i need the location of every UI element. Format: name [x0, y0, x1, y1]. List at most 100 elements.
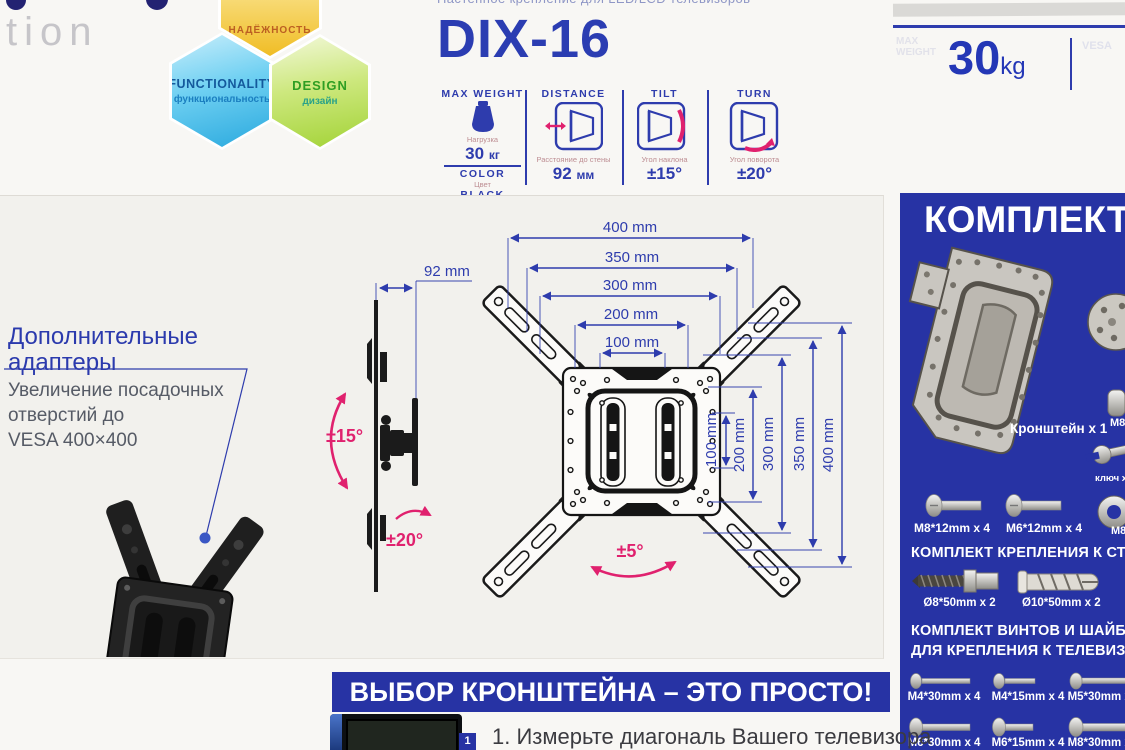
reliability-label: НАДЁЖНОСТЬ: [228, 24, 312, 36]
svg-text:400 mm: 400 mm: [603, 219, 657, 236]
cut-label: М8: [1111, 525, 1125, 537]
bracket-illustration: [908, 246, 1054, 455]
screw-label: M8*12mm x 4: [913, 521, 991, 535]
adapters-title: Дополнительные адаптеры: [8, 323, 198, 376]
wall-item-label: Ø10*50mm x 2: [1022, 597, 1101, 609]
tagline-cropped: Настенное крепление для LED/LCD телевизо…: [437, 0, 867, 8]
logo-dot: [6, 0, 26, 10]
screw-label: M6*12mm x 4: [1005, 521, 1083, 535]
dimension-diagram: 92 mm ±15° ±20°: [4, 219, 852, 657]
svg-text:100 mm: 100 mm: [703, 413, 720, 467]
tv-screw-label: M5*30mm x 4: [1067, 691, 1125, 703]
package-contents-panel: КОМПЛЕКТ Кронштейн х 1 М8 ключ х 1 М8 M8…: [900, 193, 1125, 750]
package-title: КОМПЛЕКТ: [924, 199, 1125, 240]
logo-dot: [146, 0, 168, 10]
vesa-slots: [600, 397, 681, 487]
design-label-en: DESIGN: [292, 77, 348, 93]
divider: [525, 90, 527, 185]
cut-label: М8: [1110, 417, 1125, 429]
weight-icon: [471, 101, 494, 132]
product-photo: [69, 498, 267, 657]
divider: [707, 90, 709, 185]
callout-end-dot: [199, 532, 211, 544]
divider: [622, 90, 624, 185]
divider: [1070, 38, 1072, 90]
wrench-label: ключ х 1: [1095, 473, 1125, 484]
tilt-icon: [636, 101, 685, 151]
tv-screw-label: M6*15mm x 4: [991, 737, 1065, 749]
wall-distance-icon: [544, 101, 603, 151]
spec-title: MAX WEIGHT: [441, 88, 524, 100]
spec-max-weight: MAX WEIGHT Нагрузка 30 кг COLOR Цвет BLA…: [440, 88, 525, 201]
hex-badge-design: DESIGN дизайн: [269, 34, 371, 150]
svg-text:350 mm: 350 mm: [605, 249, 659, 266]
front-view-drawing: 400 mm 350 mm 300 mm 200 mm 100 mm 100 m…: [478, 219, 852, 602]
step-number-badge: 1: [459, 733, 476, 750]
hex-badge-reliability: НАДЁЖНОСТЬ: [218, 0, 322, 59]
spec-value: ±15°: [646, 164, 683, 183]
tv-kit-title: ДЛЯ КРЕПЛЕНИЯ К ТЕЛЕВИЗОРУ: [911, 643, 1125, 659]
tv-screw-label: M4*15mm x 4: [991, 691, 1065, 703]
wall-kit-title: КОМПЛЕКТ КРЕПЛЕНИЯ К СТЕНЕ: [911, 545, 1125, 561]
svg-text:400 mm: 400 mm: [820, 418, 837, 472]
weight-value: 30: [948, 31, 1001, 84]
adapters-note: Увеличение посадочных отверстий до VESA …: [8, 380, 224, 451]
adapter-plate: [1087, 293, 1125, 417]
spec-title: DISTANCE: [541, 88, 606, 100]
spec-sub: Угол поворота: [729, 155, 780, 164]
design-label-ru: дизайн: [302, 95, 338, 107]
spec-sub: Угол наклона: [641, 155, 688, 164]
dowel-icon: [1017, 570, 1099, 594]
side-view-drawing: 92 mm ±15° ±20°: [326, 263, 472, 592]
bracket-label: Кронштейн х 1: [1010, 421, 1108, 436]
screw-icon: [925, 494, 982, 517]
tv-thumbnail: [330, 714, 462, 750]
tv-thumbnail-edge: [330, 714, 342, 750]
spec-value: 30 кг: [465, 144, 500, 163]
tv-kit-title: КОМПЛЕКТ ВИНТОВ И ШАЙБ: [911, 623, 1125, 639]
color-sub: Цвет: [474, 179, 491, 189]
wrench-icon: [1085, 441, 1125, 464]
svg-text:±20°: ±20°: [386, 530, 423, 550]
model-name: DIX-16: [437, 9, 612, 69]
svg-text:92 mm: 92 mm: [424, 263, 470, 280]
box-edge: [892, 2, 1125, 17]
svg-text:300 mm: 300 mm: [603, 277, 657, 294]
svg-text:±15°: ±15°: [326, 426, 363, 446]
spec-value: ±20°: [736, 164, 773, 183]
spec-icon-row: MAX WEIGHT Нагрузка 30 кг COLOR Цвет BLA…: [440, 88, 802, 201]
max-weight-badge: 30kg: [948, 30, 1026, 85]
turn-icon: [729, 101, 778, 152]
vertical-dimensions: 100 mm 200 mm 300 mm 350 mm 400 mm: [703, 322, 852, 568]
color-title: COLOR: [459, 167, 506, 180]
horizontal-dimensions: 400 mm 350 mm 300 mm 200 mm 100 mm: [507, 219, 754, 368]
spec-sub: Нагрузка: [466, 135, 499, 144]
tv-screws: [909, 672, 1125, 737]
tv-screw-label: M4*30mm x 4: [907, 691, 981, 703]
divider: [893, 25, 1125, 28]
spec-value: 92 мм: [552, 164, 595, 183]
spec-sub: Расстояние до стены: [536, 155, 611, 164]
wall-item-label: Ø8*50mm x 2: [923, 597, 996, 609]
svg-text:200 mm: 200 mm: [731, 418, 748, 472]
svg-text:200 mm: 200 mm: [604, 306, 658, 323]
guide-banner: ВЫБОР КРОНШТЕЙНА – ЭТО ПРОСТО!: [332, 672, 890, 712]
functionality-label-ru: функциональность: [173, 94, 271, 105]
tv-thumbnail-screen: [346, 719, 458, 750]
spec-tilt: TILT Угол наклона ±15°: [622, 88, 707, 184]
ghost-text: VESA: [1082, 40, 1112, 52]
svg-text:300 mm: 300 mm: [760, 417, 777, 471]
spec-title: TILT: [651, 88, 678, 100]
brand-logo-partial: tion: [6, 10, 99, 54]
step-text: 1. Измерьте диагональ Вашего телевизора: [492, 724, 932, 749]
spec-turn: TURN Угол поворота ±20°: [707, 88, 802, 184]
svg-text:100 mm: 100 mm: [605, 334, 659, 351]
package-items-graphics: [908, 246, 1125, 737]
washer-icon: [1097, 495, 1125, 529]
callout-line: [4, 368, 248, 537]
lag-bolt-icon: [912, 569, 999, 593]
svg-text:±5°: ±5°: [616, 541, 643, 561]
ghost-text: MAX WEIGHT: [896, 36, 936, 58]
tv-screw-label: M6*30mm x 4: [907, 737, 981, 749]
spec-distance: DISTANCE Расстояние до стены 92 мм: [525, 88, 622, 184]
